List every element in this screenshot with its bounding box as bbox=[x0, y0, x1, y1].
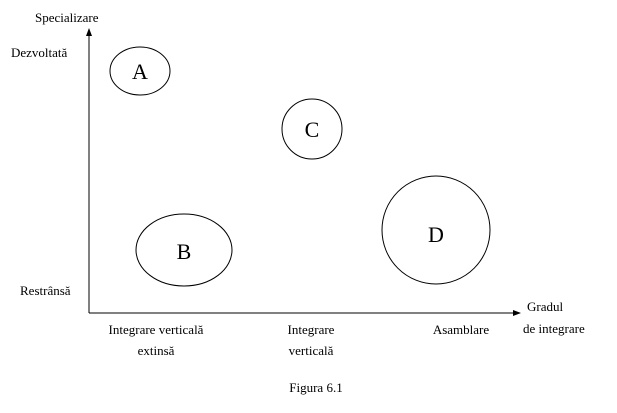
x-category-label: Integrare bbox=[288, 322, 335, 337]
node-b-label: B bbox=[177, 239, 192, 264]
x-category-label: Asamblare bbox=[433, 322, 490, 337]
x-category-label: verticală bbox=[289, 343, 334, 358]
x-category-label: Integrare verticală bbox=[109, 322, 204, 337]
y-axis-title: Specializare bbox=[35, 10, 99, 25]
node-a-label: A bbox=[132, 59, 148, 84]
figure-caption: Figura 6.1 bbox=[289, 380, 342, 395]
y-axis-high-label: Dezvoltată bbox=[11, 45, 68, 60]
node-d-circle bbox=[381, 175, 491, 285]
node-b-ellipse bbox=[135, 213, 233, 287]
y-axis-low-label: Restrânsă bbox=[20, 283, 71, 298]
node-a-ellipse bbox=[109, 46, 171, 96]
x-category-label: extinsă bbox=[138, 343, 175, 358]
node-d-label: D bbox=[428, 222, 444, 247]
node-c-circle bbox=[281, 98, 343, 160]
x-axis-title-line1: Gradul bbox=[527, 299, 563, 314]
node-c-label: C bbox=[305, 117, 320, 142]
x-axis-title-line2: de integrare bbox=[523, 321, 585, 336]
